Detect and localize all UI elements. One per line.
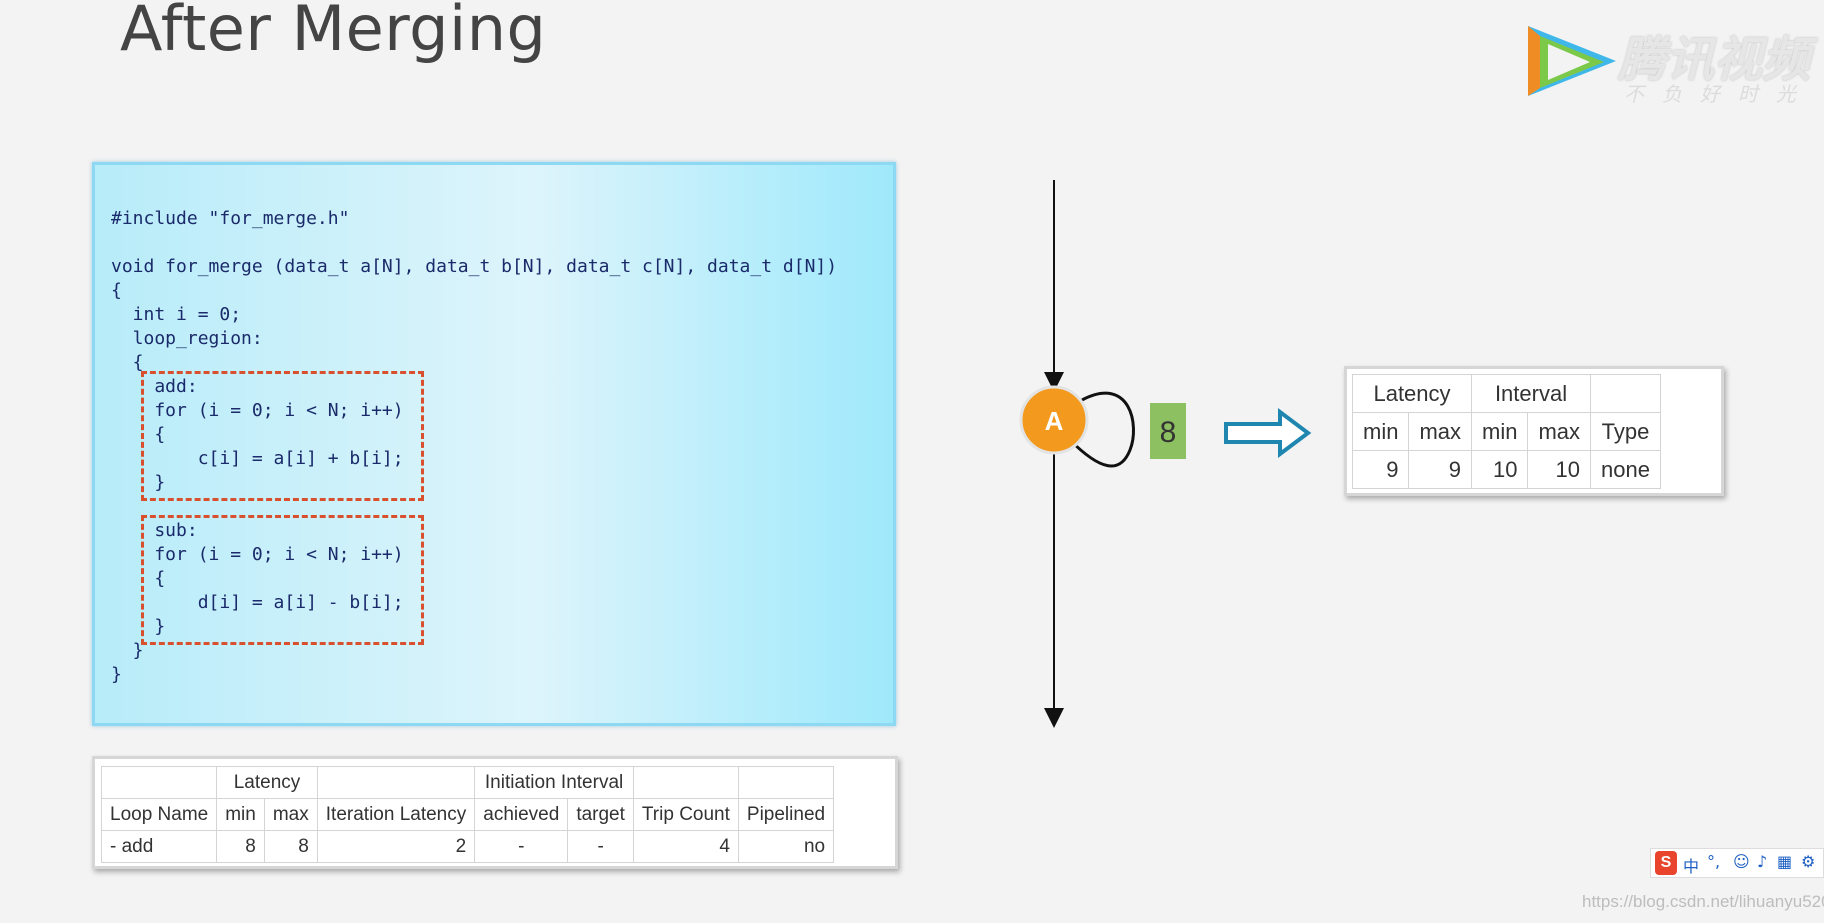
header-blank [1590, 374, 1661, 413]
settings-icon[interactable]: ⚙ [1801, 852, 1816, 871]
node-a [1019, 385, 1089, 455]
logo-subtext: 不负好时光 [1624, 82, 1814, 106]
cell-pipelined: no [737, 830, 835, 863]
header-iteration-latency: Iteration Latency [316, 798, 476, 831]
sogou-ime-icon[interactable]: S [1655, 851, 1677, 875]
header-trip-count: Trip Count [632, 798, 739, 831]
code-panel: #include "for_merge.h" void for_merge (d… [92, 162, 896, 726]
loop-count-box [1150, 403, 1186, 459]
header-interval: Interval [1471, 374, 1592, 413]
logo-text: 腾讯视频 [1618, 32, 1811, 88]
subheader-latency-max: max [1408, 412, 1473, 451]
latency-summary-table: Latency Interval min max min max Type 9 … [1344, 366, 1724, 496]
cell-trip-count: 4 [632, 830, 739, 863]
group-header-blank-3 [632, 766, 739, 799]
tencent-video-logo-icon [1528, 26, 1616, 96]
group-header-blank-1 [100, 766, 218, 799]
subheader-type: Type [1590, 412, 1661, 451]
cell-achieved: - [474, 830, 569, 863]
cell-interval-max: 10 [1527, 450, 1592, 489]
ime-language-toggle[interactable]: 中 [1683, 857, 1700, 876]
cell-latency-min: 9 [1351, 450, 1410, 489]
sub-loop-highlight [141, 515, 424, 645]
cell-iteration-latency: 2 [316, 830, 476, 863]
cell-type: none [1590, 450, 1661, 489]
slide-title: After Merging [120, 0, 547, 65]
loop-count-label: 8 [1160, 416, 1177, 449]
header-latency: Latency [1351, 374, 1473, 413]
keyboard-icon[interactable]: ▦ [1777, 852, 1793, 871]
emoji-icon[interactable]: ☺ [1733, 852, 1750, 871]
header-max: max [263, 798, 318, 831]
header-min: min [216, 798, 265, 831]
subheader-interval-min: min [1471, 412, 1529, 451]
node-a-label: A [1045, 406, 1064, 436]
cell-latency-max: 9 [1408, 450, 1473, 489]
watermark: https://blog.csdn.net/lihuanyu520 [1582, 892, 1824, 911]
group-header-blank-2 [316, 766, 476, 799]
cell-loop-name: - add [100, 830, 218, 863]
subheader-latency-min: min [1351, 412, 1410, 451]
cell-interval-min: 10 [1471, 450, 1529, 489]
microphone-icon[interactable]: ♪ [1757, 852, 1768, 871]
group-header-latency: Latency [216, 766, 318, 799]
header-achieved: achieved [474, 798, 569, 831]
result-arrow-icon [1224, 408, 1312, 458]
header-loop-name: Loop Name [100, 798, 218, 831]
cell-max: 8 [263, 830, 318, 863]
ime-toolbar[interactable]: S 中 °, ☺ ♪ ▦ ⚙ [1650, 848, 1824, 878]
loop-diagram: A 8 [1019, 180, 1186, 728]
subheader-interval-max: max [1527, 412, 1592, 451]
cell-min: 8 [216, 830, 265, 863]
header-target: target [567, 798, 634, 831]
punctuation-icon[interactable]: °, [1707, 852, 1721, 871]
loop-report-table: Latency Initiation Interval Loop Name mi… [92, 756, 898, 869]
cell-target: - [567, 830, 634, 863]
code-block: #include "for_merge.h" void for_merge (d… [111, 208, 838, 685]
group-header-initiation-interval: Initiation Interval [474, 766, 634, 799]
add-loop-highlight [141, 371, 424, 501]
self-loop-edge [1068, 391, 1135, 468]
header-pipelined: Pipelined [737, 798, 835, 831]
group-header-blank-4 [737, 766, 835, 799]
